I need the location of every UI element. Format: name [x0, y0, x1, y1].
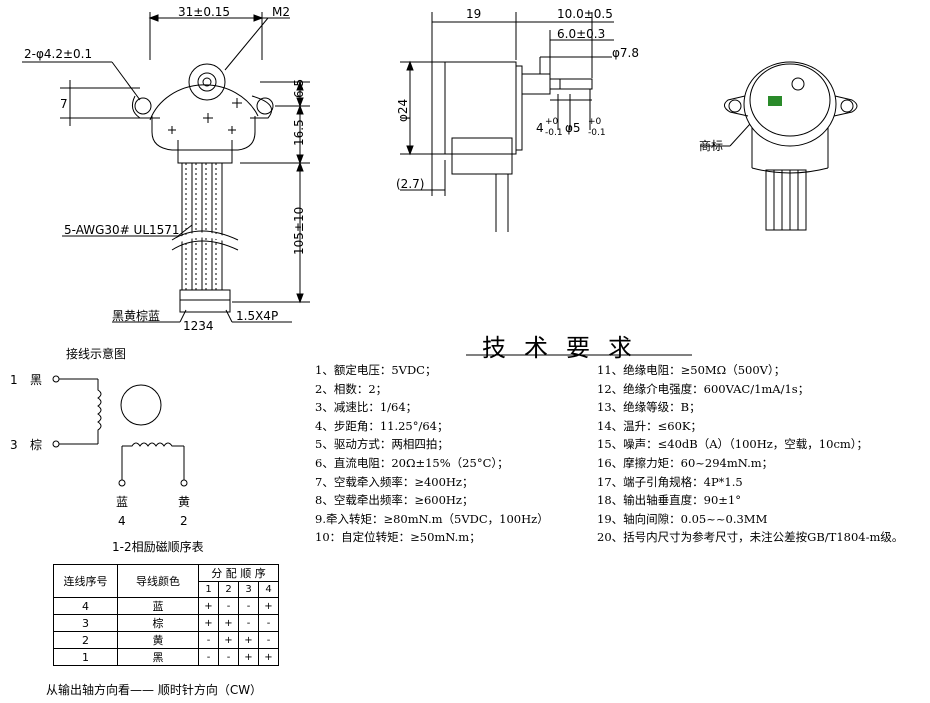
- dim-right-65: 6.5: [292, 79, 306, 98]
- wiring-pin-4-color: 蓝: [116, 495, 128, 509]
- table-cell-step: -: [258, 614, 279, 632]
- dim-78: φ7.8: [612, 46, 639, 60]
- sequence-table-title: 1-2相励磁顺序表: [112, 539, 204, 554]
- table-cell-step: -: [218, 648, 239, 666]
- spec-item: 10：自定位转矩：≥50mN.m；: [315, 530, 481, 545]
- table-cell-step: -: [218, 597, 239, 615]
- table-header-no: 连线序号: [53, 564, 118, 598]
- table-cell-color: 黑: [117, 648, 199, 666]
- table-cell-step: +: [238, 648, 259, 666]
- dim-5: φ5: [565, 121, 581, 135]
- dim-holes: 2-φ4.2±0.1: [24, 47, 92, 61]
- iso-label-trademark: 商标: [699, 138, 723, 153]
- spec-list-right: 11、绝缘电阻：≥50MΩ（500V）； 12、绝缘介电强度：600VAC/1m…: [597, 361, 903, 547]
- spec-list-left: 1、额定电压：5VDC； 2、相数：2； 3、减速比：1/64； 4、步距角：1…: [315, 361, 549, 547]
- table-cell-step: +: [258, 597, 279, 615]
- table-cell-no: 4: [53, 597, 118, 615]
- wiring-pin-2-color: 黄: [178, 495, 190, 509]
- table-step-number: 2: [218, 581, 239, 598]
- dim-4: 4: [536, 121, 544, 135]
- table-cell-step: +: [198, 614, 219, 632]
- table-header-steps: 分 配 顺 序: [198, 564, 279, 582]
- table-cell-color: 黄: [117, 631, 199, 649]
- spec-item: 1、额定电压：5VDC；: [315, 363, 437, 377]
- dim-6: 6.0±0.3: [557, 27, 605, 41]
- spec-item: 12、绝缘介电强度：600VAC/1mA/1s；: [597, 381, 810, 396]
- wire-colors: 黑黄棕蓝: [112, 308, 160, 323]
- spec-item: 19、轴向间隙：0.05~~0.3MM: [597, 511, 768, 526]
- dim-lead-105: 105±10: [292, 207, 306, 255]
- table-step-number: 1: [198, 581, 219, 598]
- iso-view: [700, 61, 858, 231]
- spec-item: 11、绝缘电阻：≥50MΩ（500V）；: [597, 363, 786, 377]
- table-cell-step: -: [198, 631, 219, 649]
- table-cell-no: 2: [53, 631, 118, 649]
- wiring-pin-3-num: 3: [10, 438, 18, 452]
- spec-item: 7、空载牵入频率：≥400Hz；: [315, 474, 474, 489]
- wiring-pin-1-num: 1: [10, 373, 18, 387]
- wire-spec: 5-AWG30# UL1571: [64, 223, 180, 237]
- spec-item: 2、相数：2；: [315, 381, 388, 396]
- front-view: [22, 12, 310, 323]
- wiring-pin-3-color: 棕: [30, 437, 42, 452]
- dim-10: 10.0±0.5: [557, 7, 613, 21]
- spec-item: 13、绝缘等级：B；: [597, 400, 701, 415]
- spec-item: 18、输出轴垂直度：90±1°: [597, 493, 741, 508]
- table-row: 2 黄 - + + -: [53, 631, 279, 649]
- table-cell-step: -: [238, 597, 259, 615]
- dim-24: φ24: [396, 99, 410, 122]
- spec-item: 14、温升：≤60K；: [597, 418, 702, 433]
- table-row: 3 棕 + + - -: [53, 614, 279, 632]
- spec-item: 4、步距角：11.25°/64；: [315, 418, 449, 433]
- spec-item: 20、括号内尺寸为参考尺寸，未注公差按GB/T1804-m级。: [597, 530, 904, 545]
- table-step-number: 3: [238, 581, 259, 598]
- table-cell-step: -: [238, 614, 259, 632]
- spec-item: 6、直流电阻：20Ω±15%（25°C）；: [315, 455, 509, 470]
- spec-item: 16、摩擦力矩：60~294mN.m；: [597, 455, 774, 470]
- table-cell-step: -: [198, 648, 219, 666]
- wiring-diagram: [52, 375, 188, 487]
- dim-4-tol-upper: +0: [545, 117, 559, 127]
- wiring-pin-1-color: 黑: [30, 373, 42, 387]
- table-step-number: 4: [258, 581, 279, 598]
- dim-4-tol-lower: -0.1: [545, 128, 563, 138]
- dim-5-tol-upper: +0: [588, 117, 602, 127]
- table-cell-no: 3: [53, 614, 118, 632]
- table-cell-color: 棕: [117, 614, 199, 632]
- spec-item: 17、端子引角规格：4P*1.5: [597, 474, 743, 489]
- sequence-table: 连线序号 导线颜色 分 配 顺 序 1 2 3 4 4 蓝 + - - + 3 …: [53, 564, 279, 666]
- table-cell-step: +: [258, 648, 279, 666]
- table-cell-step: +: [218, 631, 239, 649]
- table-row: 4 蓝 + - - +: [53, 597, 279, 615]
- wiring-title: 接线示意图: [66, 346, 126, 361]
- spec-title: 技术要求: [482, 334, 650, 362]
- table-cell-color: 蓝: [117, 597, 199, 615]
- table-cell-step: +: [218, 614, 239, 632]
- dim-19: 19: [466, 7, 481, 21]
- side-view: [400, 12, 614, 232]
- dim-thread-m2: M2: [272, 5, 290, 19]
- spec-item: 5、驱动方式：两相四拍；: [315, 437, 449, 452]
- spec-item: 9.牵入转矩：≥80mN.m（5VDC，100Hz）: [315, 511, 549, 526]
- dim-5-tol-lower: -0.1: [588, 128, 606, 138]
- spec-item: 8、空载牵出频率：≥600Hz；: [315, 493, 474, 508]
- dim-right-165: 16.5: [292, 119, 306, 146]
- sequence-table-footer: 从输出轴方向看—— 顺时针方向（CW）: [46, 683, 263, 697]
- table-cell-step: +: [238, 631, 259, 649]
- connector-spec: 1.5X4P: [236, 309, 278, 323]
- spec-item: 15、噪声：≤40dB（A）（100Hz，空载，10cm）；: [597, 437, 869, 452]
- dim-27: (2.7): [396, 177, 424, 191]
- table-cell-step: -: [258, 631, 279, 649]
- wiring-pin-4-num: 4: [118, 514, 126, 528]
- table-cell-step: +: [198, 597, 219, 615]
- wiring-pin-2-num: 2: [180, 514, 188, 528]
- dim-left-7: 7: [60, 97, 68, 111]
- table-cell-no: 1: [53, 648, 118, 666]
- table-row: 1 黑 - - + +: [53, 648, 279, 666]
- spec-item: 3、减速比：1/64；: [315, 400, 418, 415]
- dim-width-31: 31±0.15: [178, 5, 230, 19]
- pin-numbers: 1234: [183, 319, 214, 333]
- table-header-color: 导线颜色: [117, 564, 199, 598]
